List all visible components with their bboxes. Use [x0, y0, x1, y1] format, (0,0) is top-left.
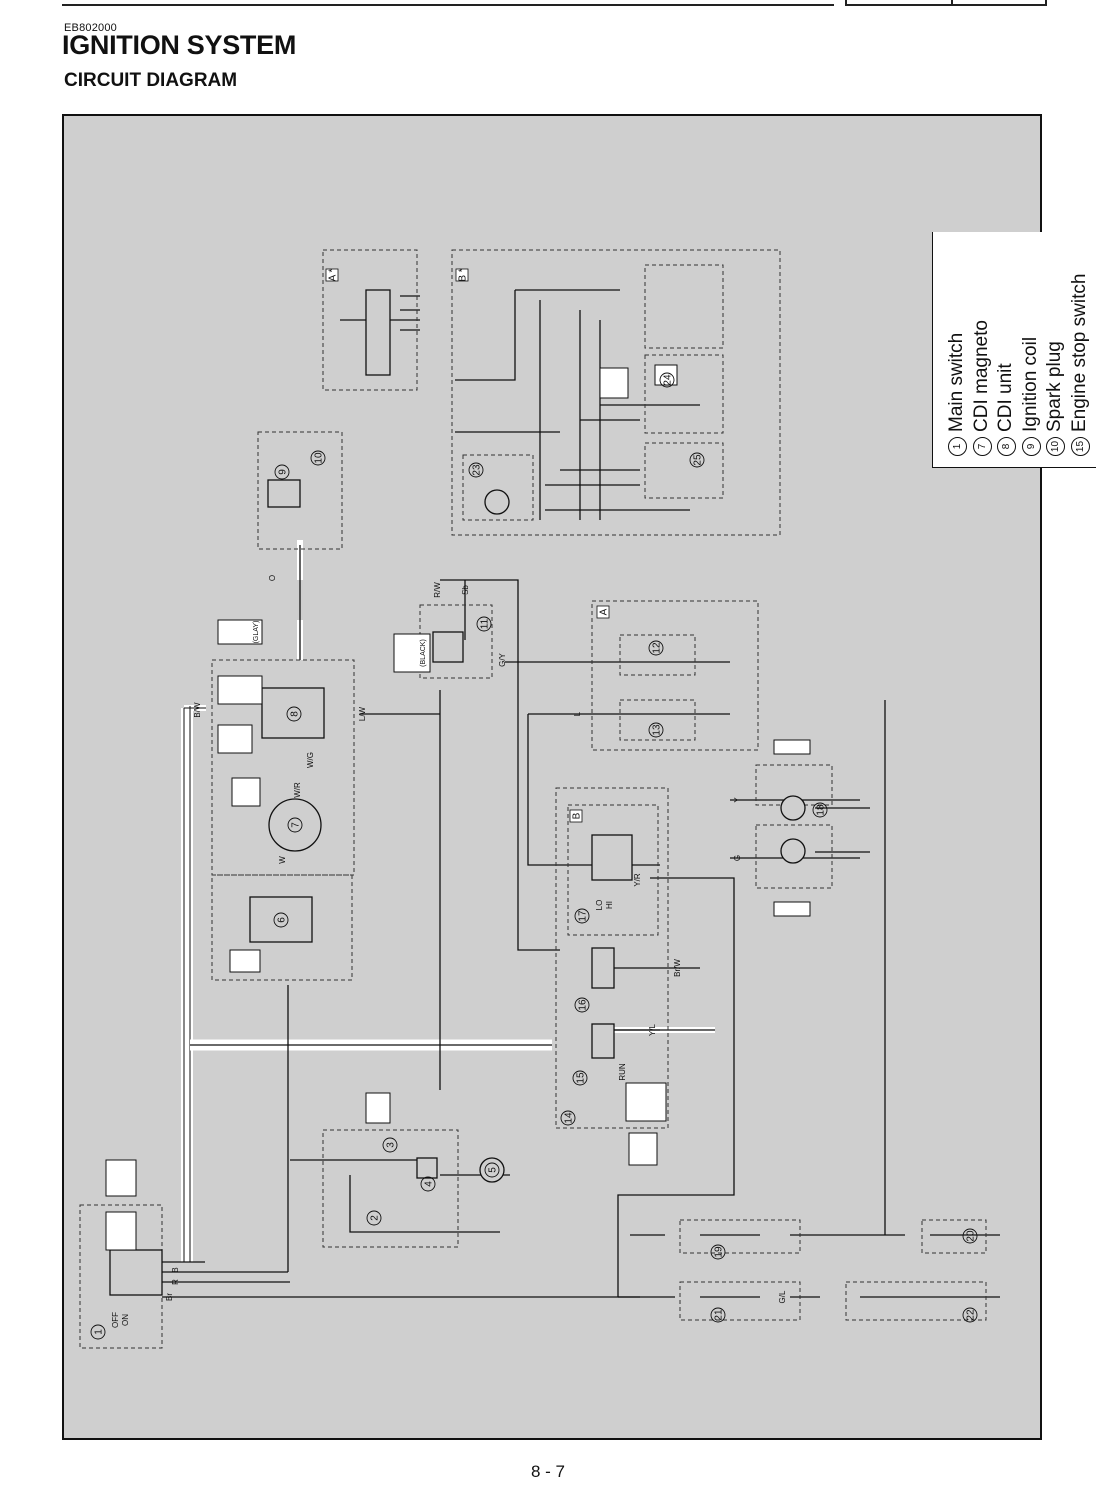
- callout-ring: [382, 1137, 398, 1153]
- callout-number: 16: [578, 999, 589, 1011]
- wire-color-label: O: [268, 575, 277, 581]
- wire-color-label: L: [573, 711, 582, 716]
- switch-position-label: HI: [605, 901, 614, 909]
- legend-panel: 1Main switch 7CDI magneto 8CDI unit 9Ign…: [932, 232, 1096, 468]
- wire-color-label: G/L: [778, 1290, 787, 1303]
- connector-color-label: (BLACK): [420, 639, 427, 667]
- wire-color-label: W: [278, 856, 287, 864]
- wire-color-label: L/W: [358, 706, 367, 721]
- wire-color-label: Y/R: [633, 873, 642, 887]
- callout-number: 17: [578, 910, 589, 922]
- callout-ring: [287, 817, 303, 833]
- rectifier-block: [249, 896, 313, 943]
- switch-position-label: OFF: [111, 1312, 120, 1328]
- callout-number: 20: [966, 1230, 977, 1242]
- callout-ring: [90, 1324, 106, 1340]
- callout-ring: [274, 464, 290, 480]
- connector-color-label: (GLAY): [253, 621, 260, 644]
- callout-number: 9: [278, 469, 289, 475]
- callout-ring: [468, 462, 484, 478]
- callout-ring: [286, 706, 302, 722]
- callout-ring: [710, 1307, 726, 1323]
- sub-box-marker: [596, 605, 610, 619]
- cdi-magneto-symbol: [268, 798, 322, 852]
- wire-color-label: R: [171, 1279, 180, 1285]
- wire-color-label: G/Y: [498, 652, 507, 666]
- callout-number: 8: [290, 711, 301, 717]
- page-subtitle: CIRCUIT DIAGRAM: [64, 70, 238, 91]
- callout-number: 11: [480, 618, 491, 629]
- callout-number: 23: [472, 464, 483, 476]
- callout-number: 14: [564, 1112, 575, 1124]
- callout-number: 13: [652, 724, 663, 736]
- callout-ring: [812, 802, 828, 818]
- callout-number: 1: [94, 1329, 105, 1335]
- callout-number: 25: [693, 454, 704, 466]
- callout-number: 21: [714, 1309, 725, 1321]
- callout-ring: [574, 908, 590, 924]
- callout-number: 7: [291, 822, 302, 828]
- wire-color-label: Sb: [461, 585, 470, 595]
- callout-number: 10: [314, 452, 325, 464]
- callout-ring: [648, 640, 664, 656]
- sub-box-label: A: [599, 608, 610, 615]
- callout-number: 24: [663, 374, 674, 386]
- callout-number: 6: [277, 917, 288, 923]
- callout-number: 12: [652, 642, 663, 654]
- wire-color-label: Y/L: [648, 1023, 657, 1036]
- callout-number: 18: [816, 804, 827, 816]
- header-box: [845, 0, 1047, 6]
- callout-ring: [420, 1176, 436, 1192]
- sub-box-marker: [325, 268, 339, 282]
- wire-color-label: Br: [165, 1293, 174, 1301]
- callout-number: 15: [576, 1072, 587, 1084]
- callout-ring: [572, 1070, 588, 1086]
- switch-position-label: RUN: [618, 1063, 627, 1081]
- wire-color-label: Br/W: [673, 959, 682, 977]
- switch-position-label: LO: [595, 900, 604, 911]
- wire-color-label: B/W: [193, 702, 202, 718]
- wire-color-label: G: [733, 855, 742, 861]
- sub-box-marker: [569, 809, 583, 823]
- callout-ring: [962, 1307, 978, 1323]
- header-rule: [62, 4, 834, 6]
- page-number: 8 - 7: [530, 1462, 566, 1481]
- wire-color-label: B: [171, 1267, 180, 1272]
- wire-color-label: W/R: [293, 782, 302, 798]
- callout-ring: [574, 997, 590, 1013]
- callout-ring: [962, 1228, 978, 1244]
- callout-number: 22: [966, 1309, 977, 1321]
- callout-ring: [476, 616, 492, 632]
- page-title: IGNITION SYSTEM: [62, 30, 297, 60]
- callout-ring: [366, 1210, 382, 1226]
- sub-box-label: B: [572, 812, 583, 819]
- callout-ring: [659, 372, 675, 388]
- callout-number: 4: [424, 1181, 435, 1187]
- ignition-coil-block: [267, 479, 301, 508]
- diagram-frame: 1Main switch 7CDI magneto 8CDI unit 9Ign…: [62, 114, 1096, 1440]
- section-code: EB802000: [64, 22, 117, 34]
- wire-color-label: R/W: [433, 582, 442, 598]
- callout-ring: [273, 912, 289, 928]
- wire-color-label: Y: [733, 797, 742, 803]
- sub-box-label: B *: [458, 268, 469, 281]
- sub-box-marker: [455, 268, 469, 282]
- callout-ring: [710, 1244, 726, 1260]
- callout-ring: [689, 452, 705, 468]
- callout-number: 19: [714, 1246, 725, 1258]
- callout-ring: [648, 722, 664, 738]
- sub-box-label: A *: [328, 269, 339, 282]
- callout-ring: [484, 1162, 500, 1178]
- callout-number: 3: [386, 1142, 397, 1148]
- wire-color-label: W/G: [306, 752, 315, 768]
- callout-ring: [310, 450, 326, 466]
- callout-number: 2: [370, 1215, 381, 1221]
- cdi-unit-block: [261, 687, 325, 739]
- switch-position-label: ON: [121, 1314, 130, 1326]
- callout-number: 5: [488, 1167, 499, 1173]
- callout-ring: [560, 1110, 576, 1126]
